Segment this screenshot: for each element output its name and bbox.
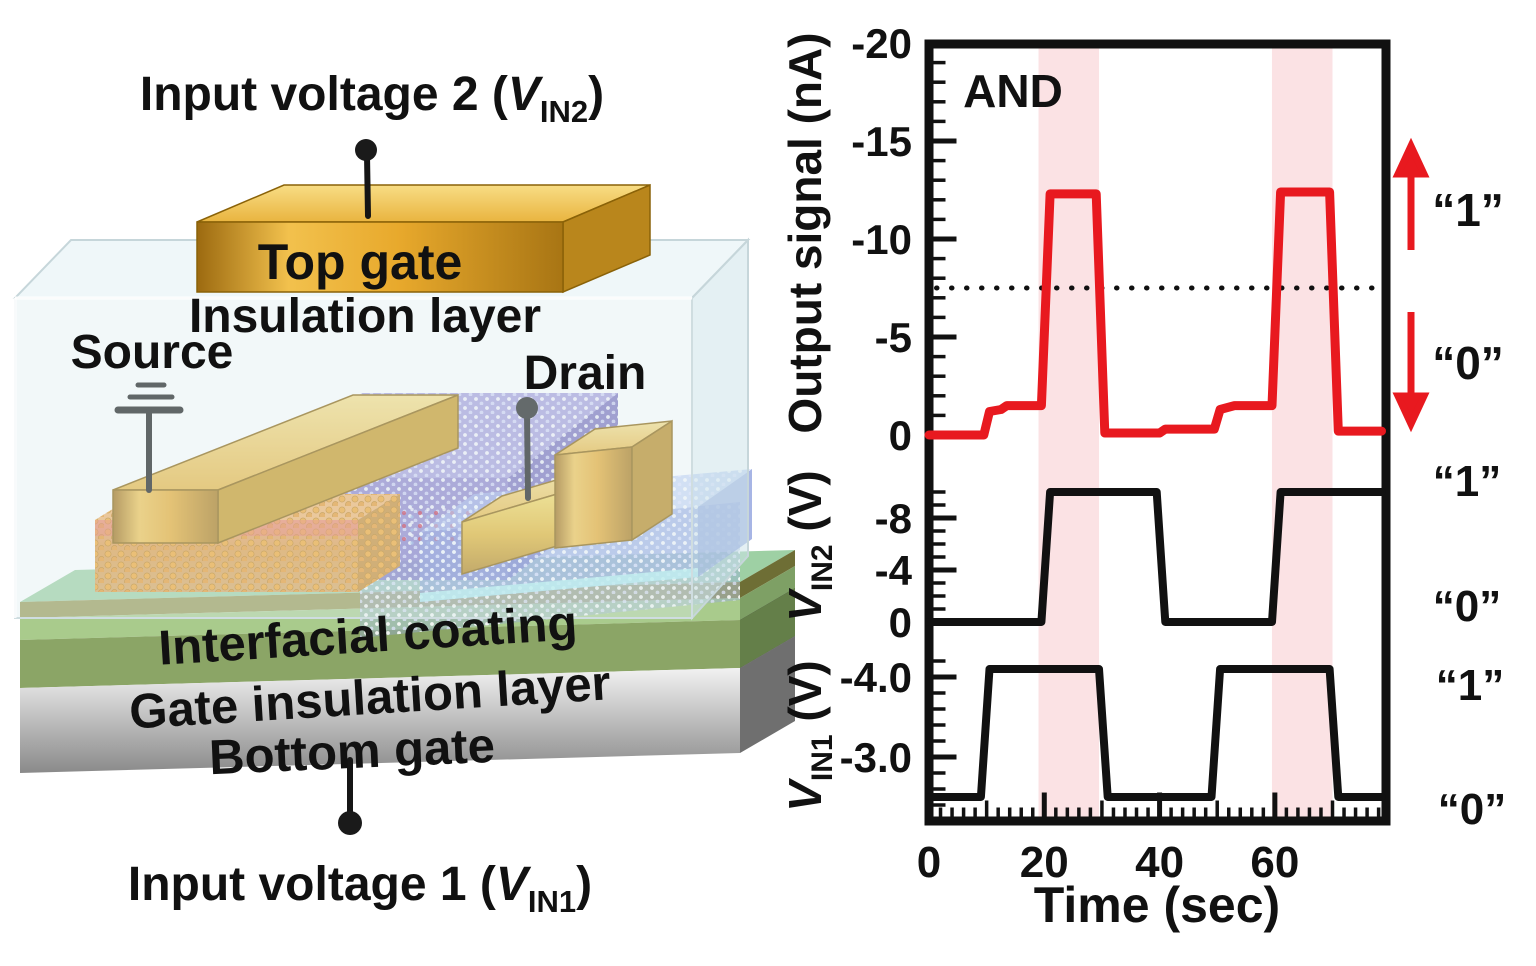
vin2-logic-low: “0”: [1433, 582, 1501, 631]
y-tick-label: 0: [889, 412, 912, 459]
x-tick-label: 20: [1020, 838, 1069, 887]
source-electrode: [112, 393, 459, 545]
gate-insulation-front: [20, 620, 740, 688]
ground-symbol: [114, 382, 184, 493]
bottom-gate-label: Bottom gate: [208, 719, 496, 785]
vin1-axis-label: VIN1 (V): [779, 660, 839, 811]
highlight-band: [1271, 48, 1333, 817]
input-voltage-2-title: Input voltage 2 (VIN2): [140, 68, 604, 129]
input-voltage-1-title: Input voltage 1 (VIN1): [128, 858, 592, 919]
layer-stack: [20, 550, 795, 773]
up-arrowhead-icon: [1392, 137, 1430, 178]
vin2-logic-high: “1”: [1433, 457, 1501, 506]
drain-terminal-pin: [516, 397, 538, 501]
insulation-layer-label: Insulation layer: [189, 290, 541, 343]
vin1-trace: [925, 665, 1386, 801]
output-logic-low: “0”: [1432, 337, 1504, 389]
output-logic-arrows: [1392, 137, 1430, 433]
gate-insulation-side2: [740, 588, 795, 668]
interfacial-strip-side: [740, 550, 795, 598]
bottom-gate-front: [20, 668, 740, 773]
time-axis-label: Time (sec): [1034, 877, 1280, 933]
y-tick-label: -3.0: [840, 734, 912, 781]
y-tick-label: -4: [875, 547, 913, 594]
x-tick-label: 60: [1250, 838, 1299, 887]
bottom-terminal-pin: [338, 757, 362, 835]
vin2-axis-label: VIN2 (V): [779, 470, 839, 621]
and-label: AND: [963, 65, 1063, 117]
y-tick-label: -8: [875, 495, 912, 542]
drain-label: Drain: [524, 347, 647, 400]
x-tick-label: 0: [917, 838, 941, 887]
output-logic-high: “1”: [1432, 184, 1504, 236]
output-axis-label: Output signal (nA): [779, 32, 831, 433]
y-tick-label: -20: [851, 20, 912, 67]
vin1-logic-low: “0”: [1438, 785, 1506, 834]
highlight-bands: [1038, 48, 1333, 817]
top-gate-label: Top gate: [258, 234, 463, 290]
x-tick-label: 40: [1135, 838, 1184, 887]
y-tick-label: -5: [875, 314, 912, 361]
tick-labels: -20 -15 -10 -5 0 -8 -4 0 -4.0 -3.0 0 20 40 60: [840, 20, 1300, 887]
chart-traces: [924, 187, 1386, 801]
y-tick-label: -15: [851, 118, 912, 165]
y-tick-label: 0: [889, 599, 912, 646]
vin1-logic-high: “1”: [1436, 661, 1504, 710]
source-label: Source: [71, 326, 234, 379]
bottom-gate-side: [740, 636, 795, 753]
top-gate-slab: [196, 183, 651, 294]
top-terminal-pin: [355, 139, 377, 219]
vin2-trace: [925, 488, 1386, 626]
y-tick-label: -10: [851, 216, 912, 263]
output-trace: [924, 187, 1386, 440]
highlight-band: [1038, 48, 1100, 817]
y-tick-label: -4.0: [840, 654, 912, 701]
down-arrowhead-icon: [1392, 392, 1430, 433]
interfacial-coating-side: [740, 566, 795, 620]
